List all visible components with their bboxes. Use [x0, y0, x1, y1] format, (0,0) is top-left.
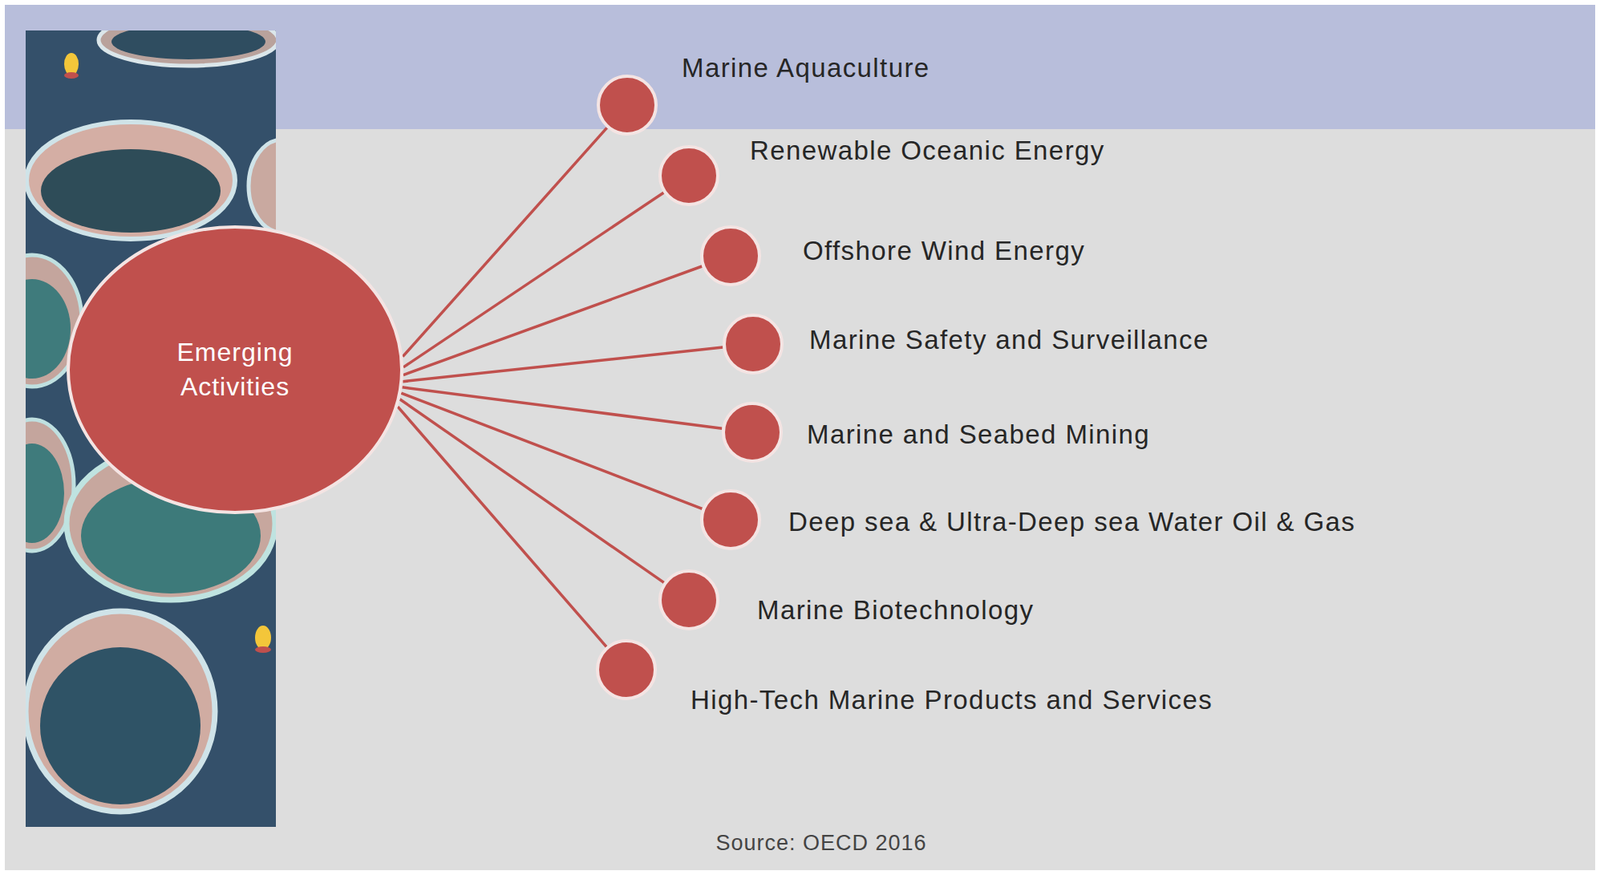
net-pen [248, 139, 276, 233]
activity-dot [700, 489, 762, 551]
net-pen [25, 611, 215, 812]
buoy [64, 52, 79, 79]
activity-circle: Renewable Oceanic Energy [658, 145, 720, 207]
hub-ellipse [66, 225, 404, 515]
spoke-line [403, 192, 664, 368]
panel [4, 4, 1596, 871]
hub-label: Emerging Activities [154, 335, 316, 405]
spoke-line [403, 266, 702, 376]
activity-dot [722, 313, 784, 375]
activity-circle: Marine Safety and Surveillance [722, 313, 784, 375]
activity-dot [658, 569, 720, 631]
activity-label: Marine and Seabed Mining [806, 418, 1151, 451]
activity-label: Marine Safety and Surveillance [809, 324, 1210, 357]
dot-fill [701, 490, 760, 549]
activity-circle: Marine and Seabed Mining [721, 401, 783, 463]
activity-circle: Deep sea & Ultra-Deep sea Water Oil & Ga… [700, 489, 762, 551]
spoke-line [402, 127, 608, 357]
dot-fill [724, 315, 782, 373]
spoke-line [397, 406, 607, 647]
activity-circle: Marine Biotechnology [658, 569, 720, 631]
dot-fill [597, 640, 656, 699]
activity-label: Renewable Oceanic Energy [749, 134, 1106, 167]
activity-label: High-Tech Marine Products and Services [690, 684, 1213, 717]
spoke-line [401, 392, 702, 509]
buoy [255, 625, 272, 653]
net-pen [26, 121, 235, 239]
dot-fill [723, 403, 782, 462]
activity-dot [596, 74, 658, 136]
hub-fill [68, 226, 402, 513]
activity-dot [700, 225, 762, 287]
activity-label: Offshore Wind Energy [802, 234, 1086, 268]
activity-circle: Marine Aquaculture [596, 74, 658, 136]
activity-dot [721, 401, 783, 463]
spoke-line [402, 347, 723, 382]
spoke-line [400, 399, 665, 584]
dot-fill [660, 146, 718, 205]
dot-fill [660, 571, 718, 629]
spoke-line [401, 387, 722, 429]
activity-label: Marine Aquaculture [681, 52, 931, 85]
activity-dot [595, 639, 657, 701]
dot-fill [598, 76, 657, 134]
activity-dot [658, 145, 720, 207]
net-pen [98, 30, 276, 66]
dot-fill [701, 226, 760, 285]
activity-circle: High-Tech Marine Products and Services [595, 639, 657, 701]
hub-circle: Emerging Activities [66, 225, 404, 515]
activity-circle: Offshore Wind Energy [700, 225, 762, 287]
activity-label: Marine Biotechnology [757, 594, 1034, 627]
source-note: Source: OECD 2016 [715, 830, 927, 856]
activity-label: Deep sea & Ultra-Deep sea Water Oil & Ga… [788, 506, 1356, 539]
